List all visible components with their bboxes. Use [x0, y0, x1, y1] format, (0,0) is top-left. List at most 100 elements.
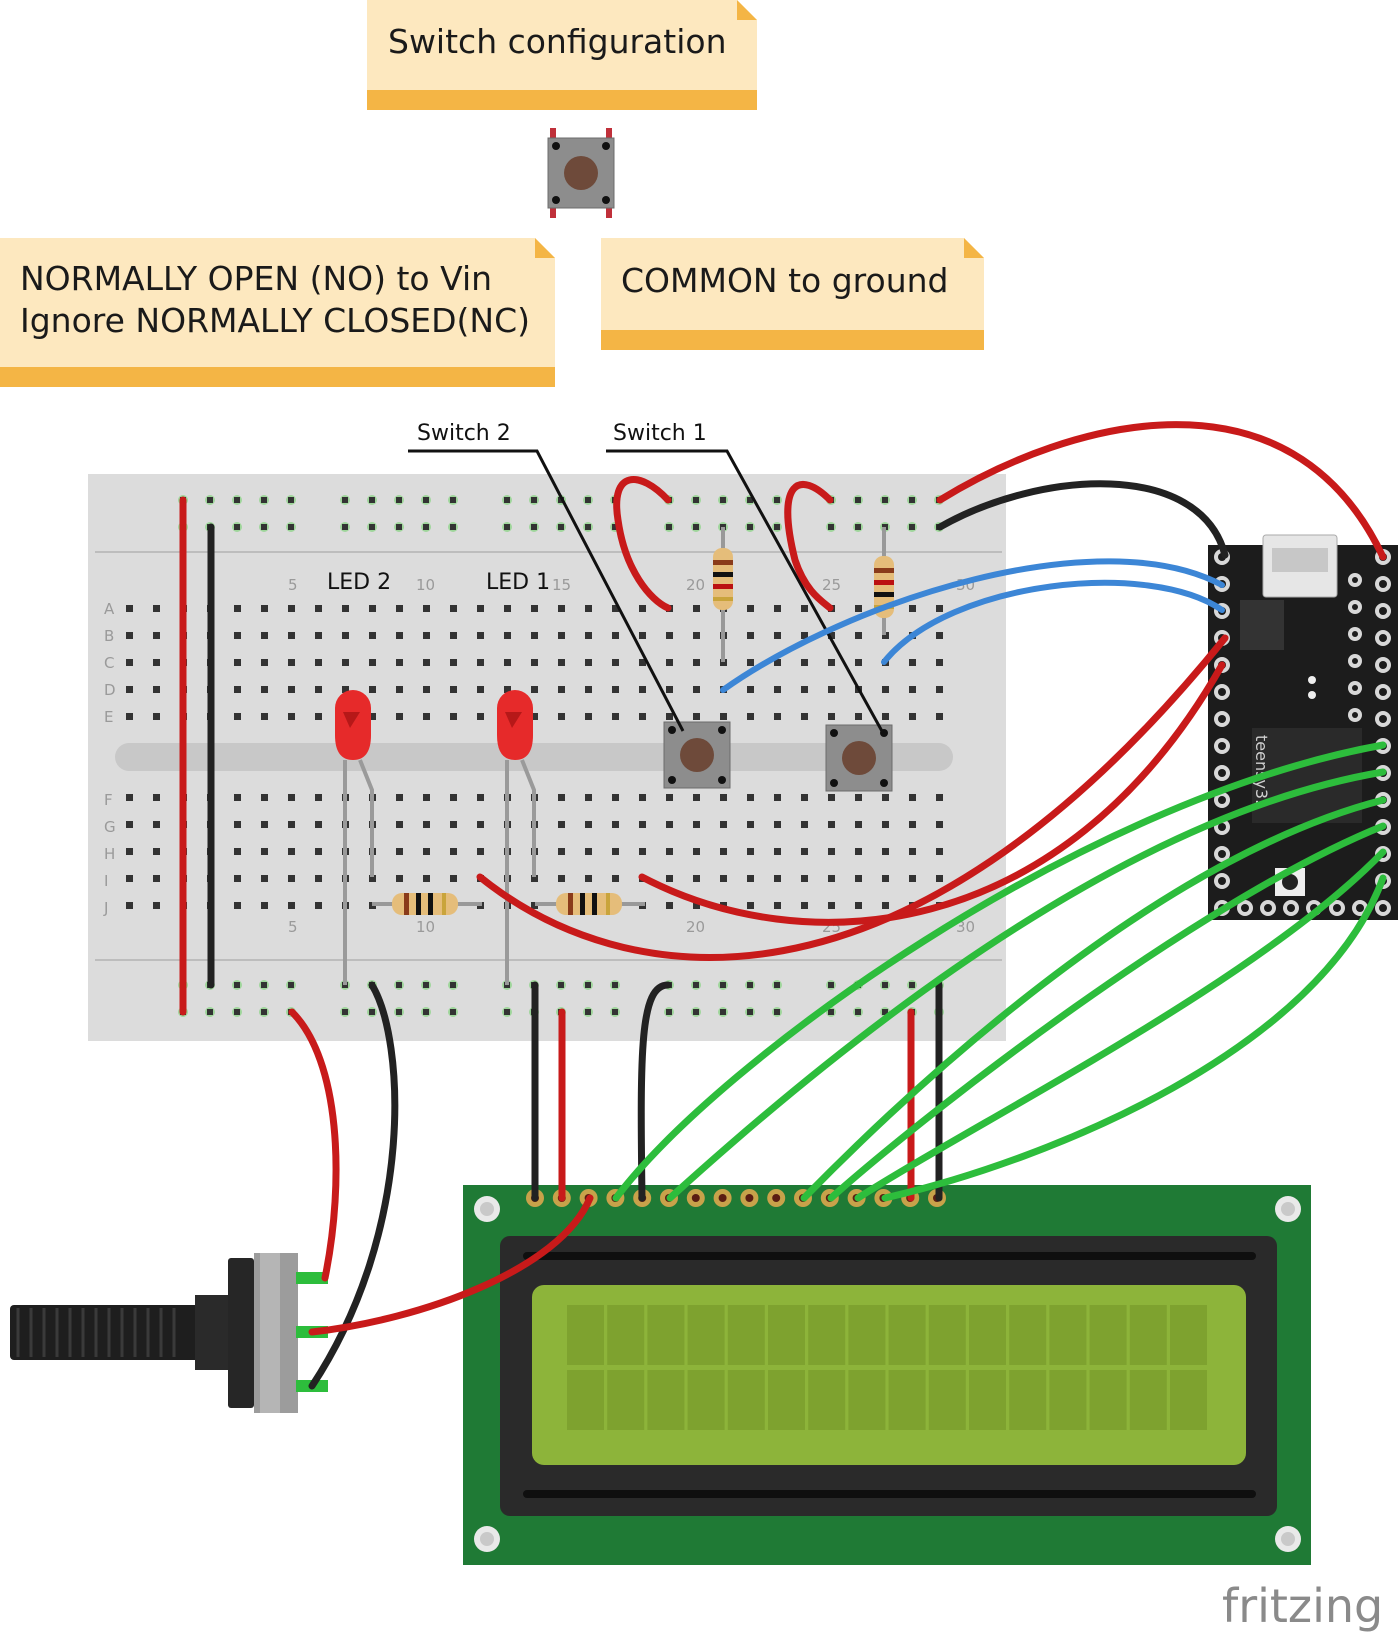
breadboard-hole — [747, 686, 754, 693]
breadboard-hole — [234, 659, 241, 666]
breadboard-hole — [315, 605, 322, 612]
led-2-label: LED 2 — [327, 570, 391, 595]
breadboard-hole — [585, 686, 592, 693]
breadboard-hole — [558, 794, 565, 801]
breadboard-hole — [585, 875, 592, 882]
breadboard-hole — [369, 605, 376, 612]
breadboard-hole — [477, 848, 484, 855]
breadboard-hole — [639, 821, 646, 828]
breadboard-hole — [531, 659, 538, 666]
svg-text:30: 30 — [956, 918, 975, 936]
breadboard-hole — [288, 632, 295, 639]
breadboard-hole — [126, 794, 133, 801]
breadboard-hole — [801, 902, 808, 909]
switch-1-button — [825, 724, 893, 792]
breadboard-hole — [882, 713, 889, 720]
pushbutton-diagram — [547, 128, 615, 218]
breadboard-hole — [126, 848, 133, 855]
svg-text:I: I — [104, 872, 108, 890]
breadboard-hole — [666, 902, 673, 909]
breadboard-hole — [450, 821, 457, 828]
breadboard-hole — [639, 794, 646, 801]
breadboard-hole — [450, 659, 457, 666]
breadboard-hole — [153, 632, 160, 639]
breadboard-hole — [558, 686, 565, 693]
note-switch-configuration: Switch configuration — [367, 0, 757, 110]
breadboard-hole — [612, 632, 619, 639]
breadboard-hole — [639, 686, 646, 693]
breadboard-hole — [342, 659, 349, 666]
breadboard-hole — [828, 794, 835, 801]
breadboard-hole — [153, 902, 160, 909]
breadboard-hole — [855, 794, 862, 801]
row-letters: A B C D E F G H I J — [103, 600, 116, 917]
breadboard-hole — [369, 875, 376, 882]
breadboard-hole — [774, 713, 781, 720]
breadboard-hole — [909, 875, 916, 882]
led-2 — [335, 690, 374, 985]
svg-text:10: 10 — [416, 576, 435, 594]
breadboard-hole — [504, 659, 511, 666]
svg-text:Switch 1: Switch 1 — [613, 421, 707, 446]
svg-text:20: 20 — [686, 918, 705, 936]
breadboard-hole — [423, 632, 430, 639]
breadboard-hole — [369, 632, 376, 639]
breadboard-hole — [882, 875, 889, 882]
breadboard-hole — [558, 875, 565, 882]
breadboard-hole — [288, 605, 295, 612]
breadboard-hole — [396, 632, 403, 639]
breadboard-hole — [288, 713, 295, 720]
svg-text:25: 25 — [822, 576, 841, 594]
breadboard-hole — [585, 848, 592, 855]
breadboard-hole — [882, 794, 889, 801]
breadboard-hole — [531, 605, 538, 612]
svg-text:H: H — [104, 845, 115, 863]
breadboard-hole — [315, 632, 322, 639]
breadboard-hole — [288, 821, 295, 828]
breadboard-hole — [909, 686, 916, 693]
breadboard-hole — [234, 821, 241, 828]
breadboard-hole — [693, 875, 700, 882]
svg-text:15: 15 — [552, 576, 571, 594]
breadboard-hole — [477, 713, 484, 720]
breadboard-hole — [477, 605, 484, 612]
breadboard-hole — [693, 686, 700, 693]
breadboard-hole — [153, 821, 160, 828]
breadboard-hole — [747, 659, 754, 666]
breadboard-hole — [423, 605, 430, 612]
breadboard-hole — [153, 659, 160, 666]
breadboard-hole — [936, 794, 943, 801]
switch-1-callout: Switch 1 — [606, 421, 885, 734]
breadboard-hole — [909, 794, 916, 801]
breadboard-hole — [396, 875, 403, 882]
breadboard-hole — [639, 659, 646, 666]
breadboard-hole — [315, 713, 322, 720]
breadboard-hole — [126, 659, 133, 666]
svg-text:5: 5 — [288, 918, 298, 936]
breadboard-hole — [639, 713, 646, 720]
breadboard-hole — [477, 686, 484, 693]
breadboard-hole — [855, 875, 862, 882]
breadboard-hole — [828, 848, 835, 855]
breadboard-hole — [342, 686, 349, 693]
breadboard-hole — [720, 794, 727, 801]
breadboard-hole — [882, 632, 889, 639]
breadboard-hole — [747, 875, 754, 882]
svg-text:E: E — [104, 708, 113, 726]
breadboard-hole — [747, 632, 754, 639]
breadboard-hole — [720, 821, 727, 828]
breadboard-hole — [234, 632, 241, 639]
breadboard-hole — [477, 794, 484, 801]
breadboard-hole — [936, 632, 943, 639]
breadboard-hole — [801, 794, 808, 801]
note-no-line1: NORMALLY OPEN (NO) to Vin — [20, 259, 492, 298]
breadboard-hole — [531, 632, 538, 639]
svg-text:5: 5 — [288, 576, 298, 594]
note-no-line2: Ignore NORMALLY CLOSED(NC) — [20, 301, 530, 340]
breadboard-hole — [396, 605, 403, 612]
breadboard-hole — [828, 821, 835, 828]
breadboard-hole — [450, 632, 457, 639]
breadboard-hole — [693, 713, 700, 720]
switch-2-callout: Switch 2 — [408, 421, 685, 732]
